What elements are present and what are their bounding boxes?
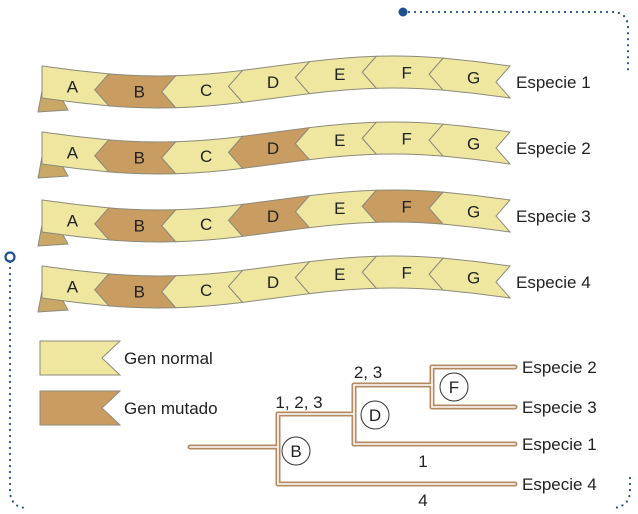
gene-segment-normal <box>428 57 512 99</box>
frame-bottom-right-dots <box>612 476 632 510</box>
gene-label: G <box>467 269 480 288</box>
gene-label: B <box>134 217 145 236</box>
gene-strip: A B C D E F G Especie 2 <box>37 121 591 179</box>
frame-left-ring <box>4 251 16 263</box>
legend: Gen normal Gen mutado <box>39 340 218 426</box>
gene-label: E <box>334 65 345 84</box>
gene-label: G <box>467 135 480 154</box>
gene-label: F <box>402 129 412 148</box>
gene-strip: A B C D E F G Especie 3 <box>37 189 591 247</box>
tree-node-b <box>281 436 311 466</box>
gene-segment-normal <box>428 191 512 233</box>
gene-label: C <box>200 281 212 300</box>
gene-label: D <box>267 207 279 226</box>
gene-label: D <box>267 73 279 92</box>
legend-normal-swatch <box>39 340 122 376</box>
tree-node-d-label: D <box>369 406 381 425</box>
gene-label: A <box>67 211 79 230</box>
frame-top-dot <box>398 7 408 17</box>
gene-label: E <box>334 199 345 218</box>
tree-leaf-especie-2: Especie 2 <box>522 358 597 377</box>
gene-segment-normal <box>428 123 512 165</box>
tree-node-f-label: F <box>449 378 459 397</box>
gene-label: G <box>467 69 480 88</box>
gene-label: A <box>67 143 79 162</box>
strip-species-label: Especie 4 <box>516 273 591 292</box>
frame-top-dots <box>401 10 630 72</box>
gene-segment-normal <box>428 257 512 299</box>
tree-leaf-especie-1: Especie 1 <box>522 435 597 454</box>
gene-label: A <box>67 277 79 296</box>
tree-node-d <box>360 400 390 430</box>
dotted-frame <box>4 7 632 510</box>
gene-label: B <box>134 83 145 102</box>
gene-label: B <box>134 283 145 302</box>
tree-labels: B D F 1, 2, 3 2, 3 1 4 Especie 2 Especie… <box>275 358 596 510</box>
gene-strips: A B C D E F G Especie 1 A B C D E F G Especie 2 A B C D E F G E… <box>37 55 591 313</box>
gene-label: E <box>334 131 345 150</box>
tree-branches-inner <box>189 366 516 485</box>
gene-label: C <box>200 81 212 100</box>
mutation-label-1: 1 <box>418 452 427 471</box>
strip-species-label: Especie 2 <box>516 139 591 158</box>
mutation-label-23: 2, 3 <box>354 363 382 382</box>
phylogenetic-tree <box>187 364 518 487</box>
mutation-label-123: 1, 2, 3 <box>275 393 322 412</box>
mutation-label-4: 4 <box>418 491 427 510</box>
gene-label: F <box>402 263 412 282</box>
strip-species-label: Especie 3 <box>516 207 591 226</box>
gene-strip: A B C D E F G Especie 1 <box>37 55 591 113</box>
gene-label: F <box>402 63 412 82</box>
gene-label: C <box>200 215 212 234</box>
tree-leaf-especie-3: Especie 3 <box>522 398 597 417</box>
tree-leaf-especie-4: Especie 4 <box>522 475 597 494</box>
gene-strip: A B C D E F G Especie 4 <box>37 255 591 313</box>
frame-left-dots <box>8 260 30 510</box>
strip-species-label: Especie 1 <box>516 73 591 92</box>
gene-label: F <box>402 197 412 216</box>
gene-label: D <box>267 273 279 292</box>
tree-node-b-label: B <box>290 442 301 461</box>
tree-node-f <box>439 372 469 402</box>
gene-label: C <box>200 147 212 166</box>
legend-mutated-label: Gen mutado <box>124 399 218 418</box>
gene-label: B <box>134 149 145 168</box>
legend-normal-label: Gen normal <box>124 349 213 368</box>
gene-label: D <box>267 139 279 158</box>
gene-label: E <box>334 265 345 284</box>
gene-label: G <box>467 203 480 222</box>
legend-mutated-swatch <box>39 390 122 426</box>
gene-label: A <box>67 77 79 96</box>
